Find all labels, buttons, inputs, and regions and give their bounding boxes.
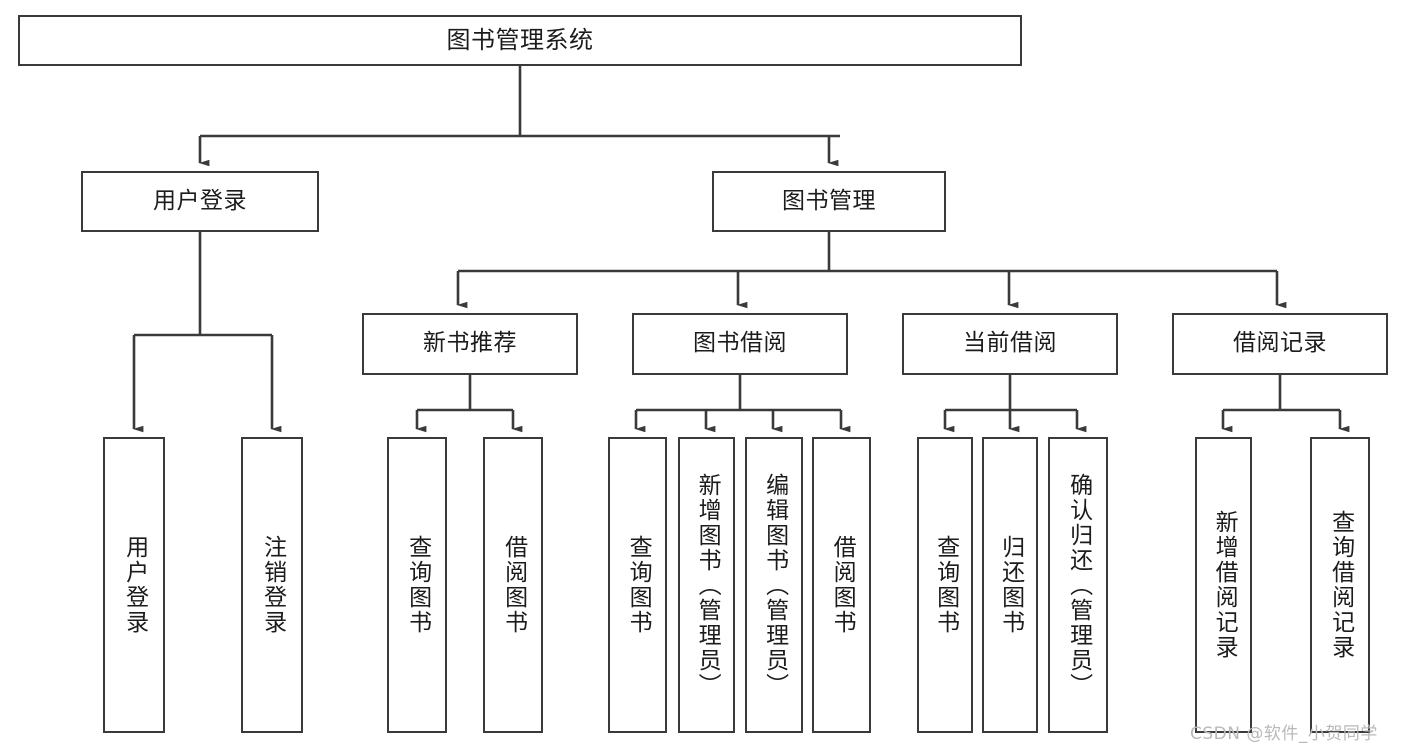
node-root[interactable]: 图书管理系统 <box>18 15 1022 66</box>
node-current-borrow[interactable]: 当前借阅 <box>902 313 1118 375</box>
node-new-book-recommend[interactable]: 新书推荐 <box>362 313 578 375</box>
node-leaf-query-record[interactable]: 查询借阅记录 <box>1310 437 1370 733</box>
node-leaf-return-book[interactable]: 归还图书 <box>982 437 1038 733</box>
node-user-login[interactable]: 用户登录 <box>81 171 319 232</box>
node-label: 查询图书 <box>625 535 652 635</box>
node-label: 注销登录 <box>259 535 286 635</box>
node-leaf-user-logout[interactable]: 注销登录 <box>241 437 303 733</box>
csdn-watermark: CSDN @软件_小贺同学 <box>1190 724 1378 744</box>
node-label: 查询图书 <box>932 535 959 635</box>
node-label: 查询图书 <box>404 535 431 635</box>
node-label: 借阅图书 <box>829 535 856 635</box>
node-leaf-confirm-return[interactable]: 确认归还（管理员） <box>1048 437 1108 733</box>
node-book-manage[interactable]: 图书管理 <box>712 171 946 232</box>
node-leaf-user-login[interactable]: 用户登录 <box>103 437 165 733</box>
node-leaf-query-book-3[interactable]: 查询图书 <box>917 437 973 733</box>
node-leaf-add-book[interactable]: 新增图书（管理员） <box>678 437 735 733</box>
node-borrow-record[interactable]: 借阅记录 <box>1172 313 1388 375</box>
node-book-borrow[interactable]: 图书借阅 <box>632 313 848 375</box>
node-label: 新增图书（管理员） <box>694 472 721 698</box>
node-label: 用户登录 <box>121 535 148 635</box>
node-label: 借阅图书 <box>500 535 527 635</box>
node-label: 归还图书 <box>997 535 1024 635</box>
node-label: 新增借阅记录 <box>1211 510 1238 660</box>
node-label: 编辑图书（管理员） <box>761 472 788 698</box>
node-leaf-borrow-book-1[interactable]: 借阅图书 <box>483 437 543 733</box>
node-label: 查询借阅记录 <box>1327 510 1354 660</box>
node-leaf-borrow-book-2[interactable]: 借阅图书 <box>812 437 871 733</box>
node-label: 确认归还（管理员） <box>1065 472 1092 698</box>
node-leaf-add-record[interactable]: 新增借阅记录 <box>1195 437 1252 733</box>
node-leaf-query-book-2[interactable]: 查询图书 <box>608 437 667 733</box>
node-leaf-query-book-1[interactable]: 查询图书 <box>387 437 447 733</box>
node-leaf-edit-book[interactable]: 编辑图书（管理员） <box>745 437 803 733</box>
